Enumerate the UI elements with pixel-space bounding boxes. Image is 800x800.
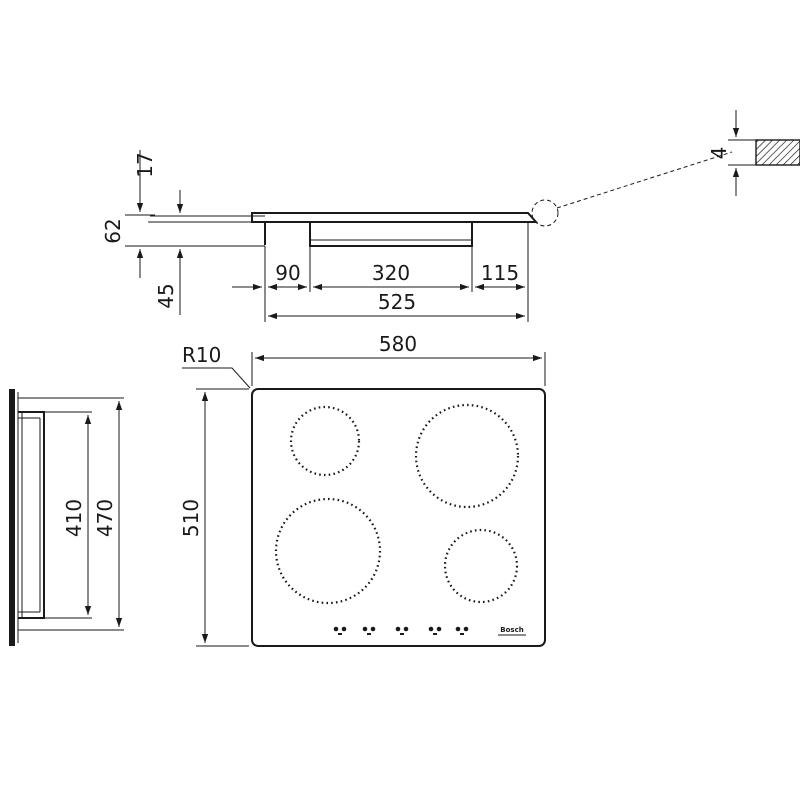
dim-45-label: 45 [154,283,178,308]
dim-320-label: 320 [372,261,410,285]
glass-edge [9,389,15,646]
top-view: 580 R10 510 Bosch [179,332,546,647]
dim-410-label: 410 [62,499,86,537]
dim-17-label: 17 [133,152,157,177]
cooking-zone-front-left [274,497,382,605]
cutout-view: 410 470 [9,389,124,646]
brand-logo: Bosch [500,626,523,634]
dim-62-label: 62 [101,218,125,243]
cooking-zone-rear-right [414,403,520,509]
dim-580-label: 580 [379,332,417,356]
housing-side [18,411,45,619]
dim-4-label: 4 [707,147,731,160]
detail-leader [556,151,733,209]
dim-470-label: 470 [93,499,117,537]
detail-view: 4 [707,110,800,196]
cooking-zone-front-right [443,528,519,604]
side-view: 17 62 45 90 320 115 525 [101,150,733,322]
dim-525-label: 525 [378,290,416,314]
dim-90-label: 90 [275,261,300,285]
dim-510-label: 510 [179,499,203,537]
glass-thickness-hatch [755,139,800,166]
hob-outline [251,388,546,647]
touch-controls [333,626,469,635]
hob-glass-profile [251,212,539,223]
cooking-zone-rear-left [289,405,361,477]
dim-115-label: 115 [481,261,519,285]
detail-circle [531,199,559,227]
radius-label: R10 [182,343,221,367]
